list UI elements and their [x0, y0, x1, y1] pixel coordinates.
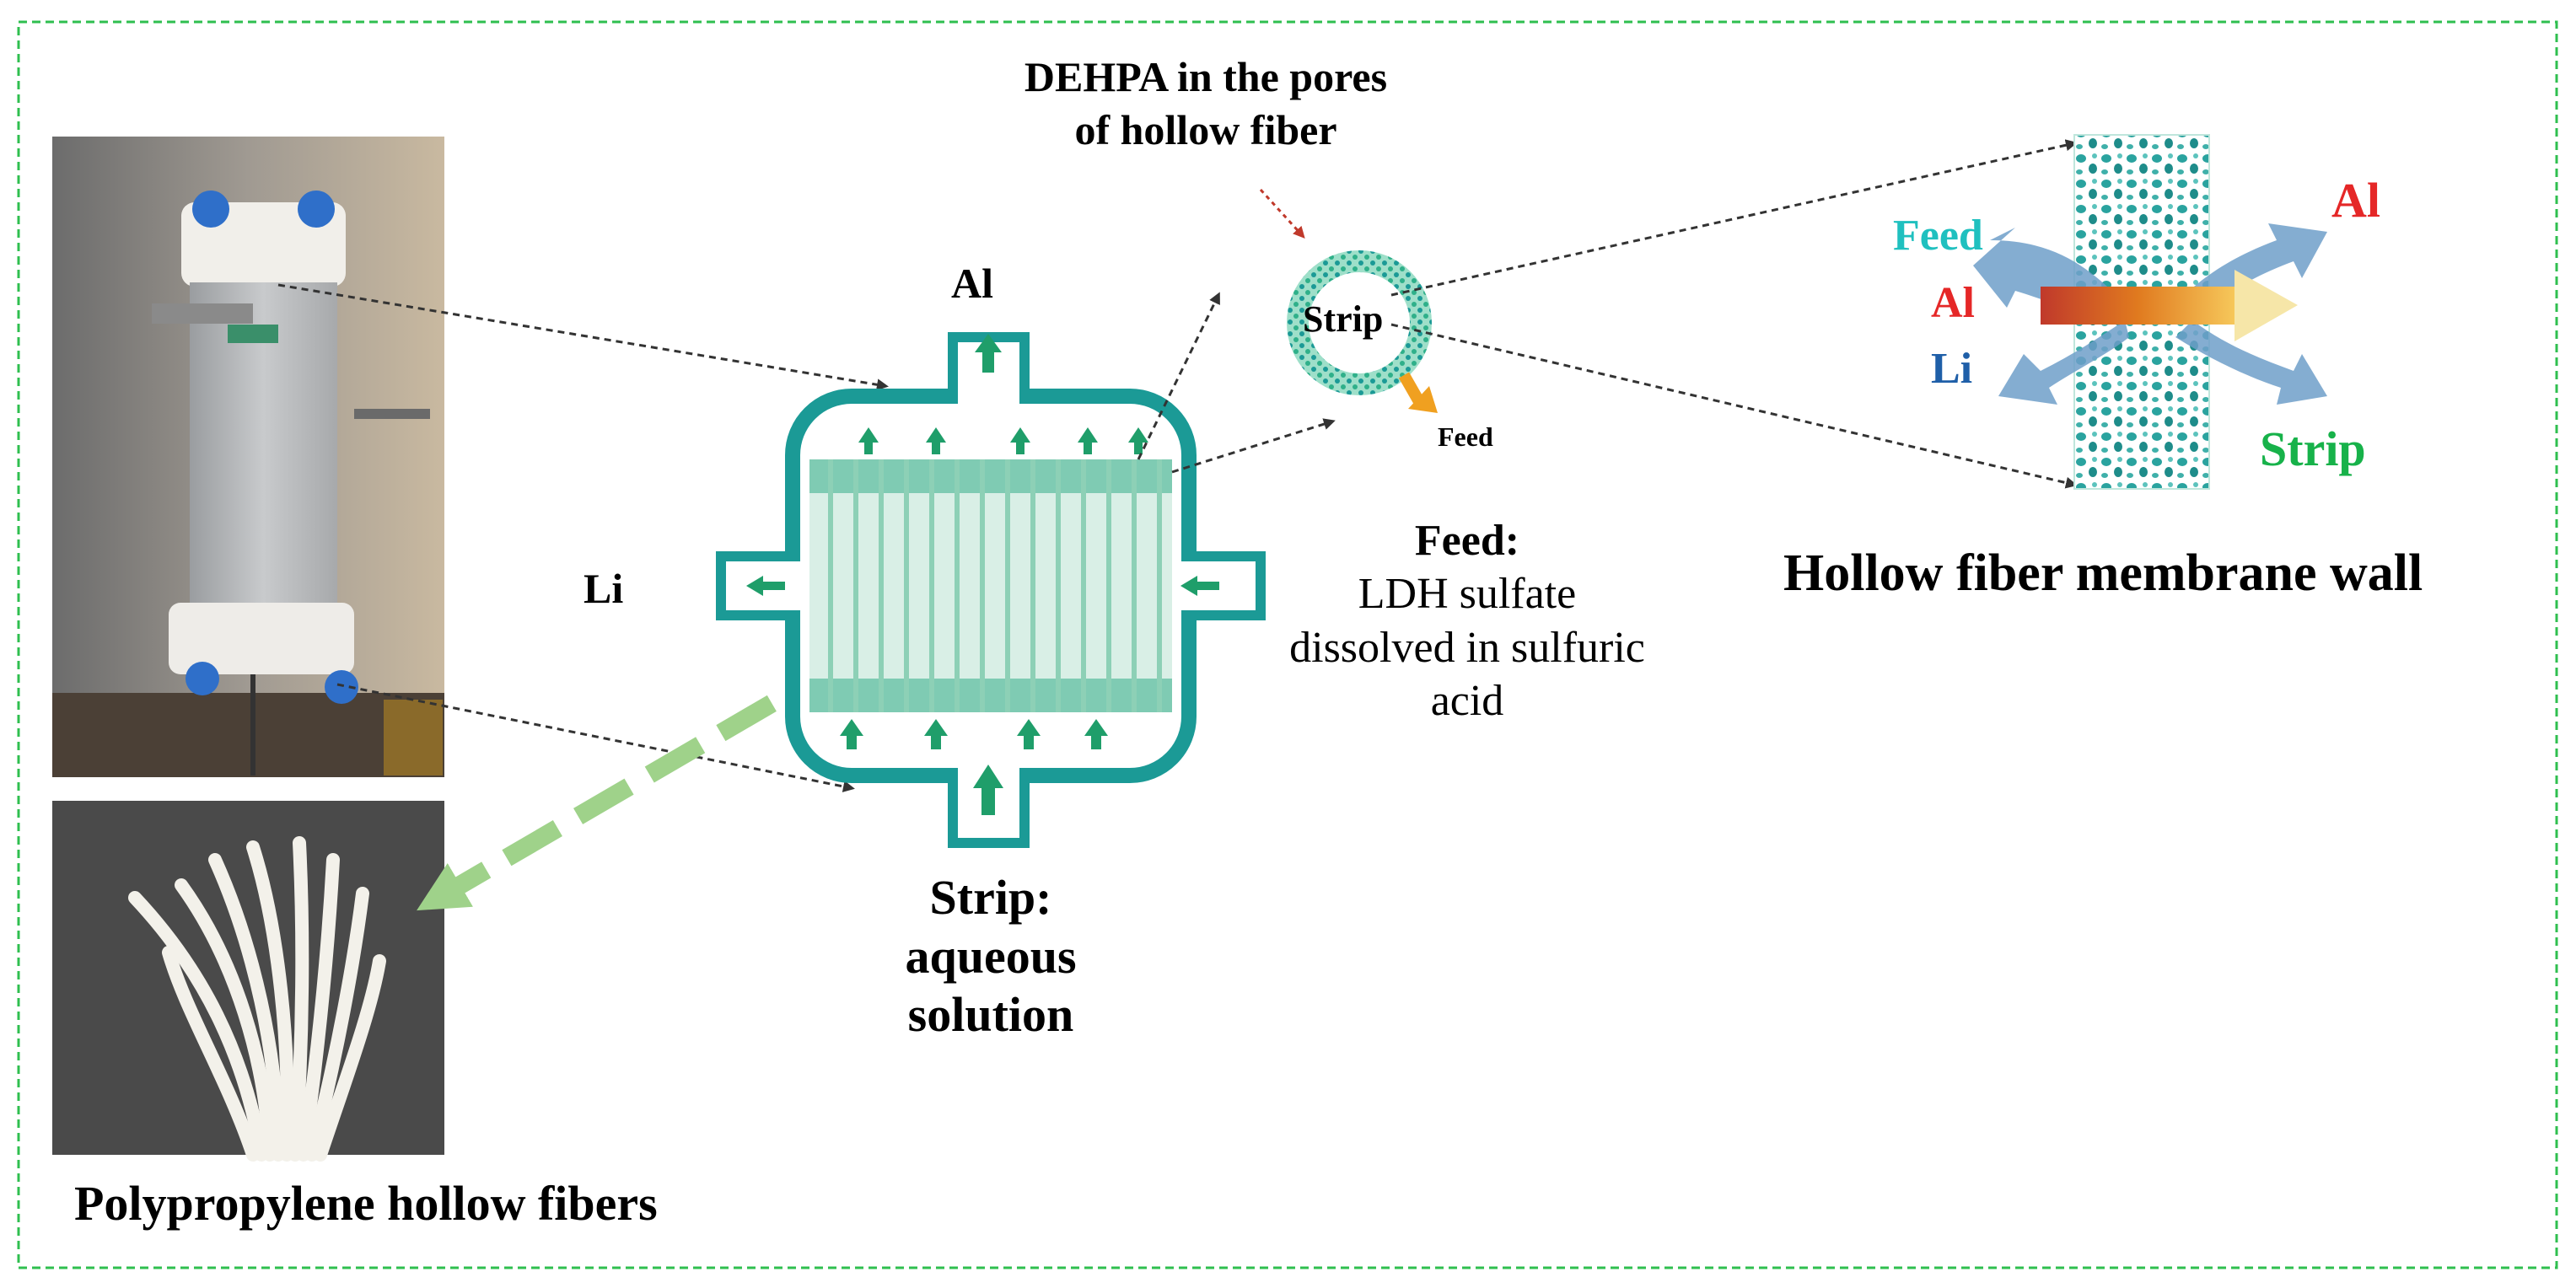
photo-caption: Polypropylene hollow fibers [74, 1176, 658, 1231]
wall-al-left-label: Al [1931, 279, 1975, 327]
strip-circle-label: Strip [1303, 298, 1384, 340]
feed-caption-line-1: Feed: [1414, 517, 1520, 565]
connector-top [277, 283, 889, 391]
feed-caption-line-4: acid [1430, 677, 1504, 726]
wall-caption: Hollow fiber membrane wall [1783, 545, 2423, 602]
wall-li-label: Li [1931, 345, 1973, 393]
membrane-module [716, 332, 1266, 848]
fiber-pointer-arrow [417, 653, 848, 911]
connector-wall-2 [1390, 323, 2078, 489]
dehpa-caption-line-2: of hollow fiber [1074, 105, 1337, 153]
strip-caption-line-1: Strip: [929, 870, 1052, 925]
strip-caption-line-3: solution [907, 987, 1074, 1043]
strip-caption: Strip: aqueous solution [843, 868, 1138, 1044]
dehpa-pointer [1259, 188, 1305, 239]
feed-small-label: Feed [1438, 421, 1493, 452]
figure-border [17, 20, 2558, 1269]
dehpa-caption-line-1: DEHPA in the pores [1024, 53, 1388, 100]
fiber-cross-section [1287, 250, 1438, 413]
wall-strip-label: Strip [2260, 421, 2366, 476]
dehpa-caption: DEHPA in the pores of hollow fiber [953, 51, 1459, 156]
fibers-photo [52, 801, 444, 1162]
feed-caption: Feed: LDH sulfate dissolved in sulfuric … [1214, 514, 1720, 728]
feed-caption-line-2: LDH sulfate [1358, 570, 1577, 619]
wall-al-right-label: Al [2331, 173, 2380, 228]
membrane-wall [1973, 134, 2327, 490]
wall-feed-label: Feed [1893, 212, 1983, 260]
module-photo [52, 137, 444, 777]
connector-circle-2 [1171, 418, 1336, 474]
connector-wall-1 [1390, 139, 2078, 297]
strip-caption-line-2: aqueous [905, 928, 1077, 984]
li-label: Li [583, 565, 624, 612]
al-outlet-label: Al [951, 260, 993, 307]
feed-caption-line-3: dissolved in sulfuric [1289, 623, 1645, 672]
connector-bottom [336, 683, 855, 792]
